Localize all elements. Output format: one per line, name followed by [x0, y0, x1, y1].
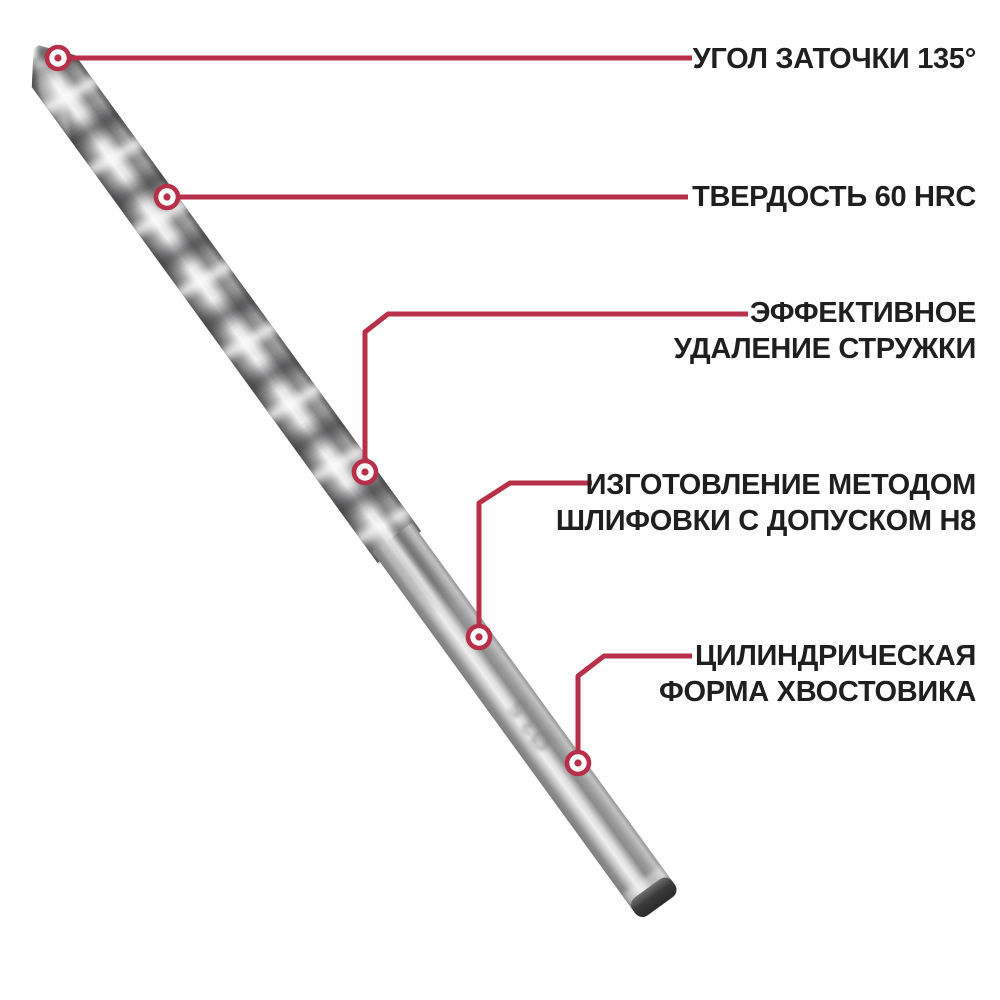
- label-text: ТВЕРДОСТЬ 60 HRC: [692, 181, 976, 213]
- drill-shank: [372, 522, 672, 910]
- label-text: ИЗГОТОВЛЕНИЕ МЕТОДОМ: [585, 469, 977, 501]
- callout-dot-centers: [54, 54, 582, 767]
- callout-label-hardness: ТВЕРДОСТЬ 60 HRC: [692, 179, 976, 215]
- label-text: ФОРМА ХВОСТОВИКА: [659, 676, 976, 708]
- callout-line-chip-removal: [362, 311, 748, 472]
- drill-shank-end: [631, 877, 677, 918]
- callout-label-shank-shape: ЦИЛИНДРИЧЕСКАЯ ФОРМА ХВОСТОВИКА: [659, 638, 976, 710]
- label-text: УГОЛ ЗАТОЧКИ 135°: [692, 43, 977, 75]
- callout-lines: [58, 55, 748, 763]
- callout-label-point-angle: УГОЛ ЗАТОЧКИ 135°: [692, 41, 977, 77]
- callout-label-chip-removal: ЭФФЕКТИВНОЕ УДАЛЕНИЕ СТРУЖКИ: [673, 295, 977, 367]
- label-text: ЦИЛИНДРИЧЕСКАЯ: [695, 640, 976, 672]
- drill-flutes: [14, 31, 423, 565]
- callout-line-grinding-h8: [476, 480, 592, 637]
- drill-bit: Ø3.5: [14, 31, 677, 918]
- label-text: УДАЛЕНИЕ СТРУЖКИ: [673, 333, 977, 365]
- callout-label-grinding-h8: ИЗГОТОВЛЕНИЕ МЕТОДОМ ШЛИФОВКИ С ДОПУСКОМ…: [556, 467, 976, 539]
- label-text: ЭФФЕКТИВНОЕ: [749, 297, 976, 329]
- label-text: ШЛИФОВКИ С ДОПУСКОМ H8: [555, 505, 976, 537]
- callout-line-shank-shape: [575, 653, 692, 763]
